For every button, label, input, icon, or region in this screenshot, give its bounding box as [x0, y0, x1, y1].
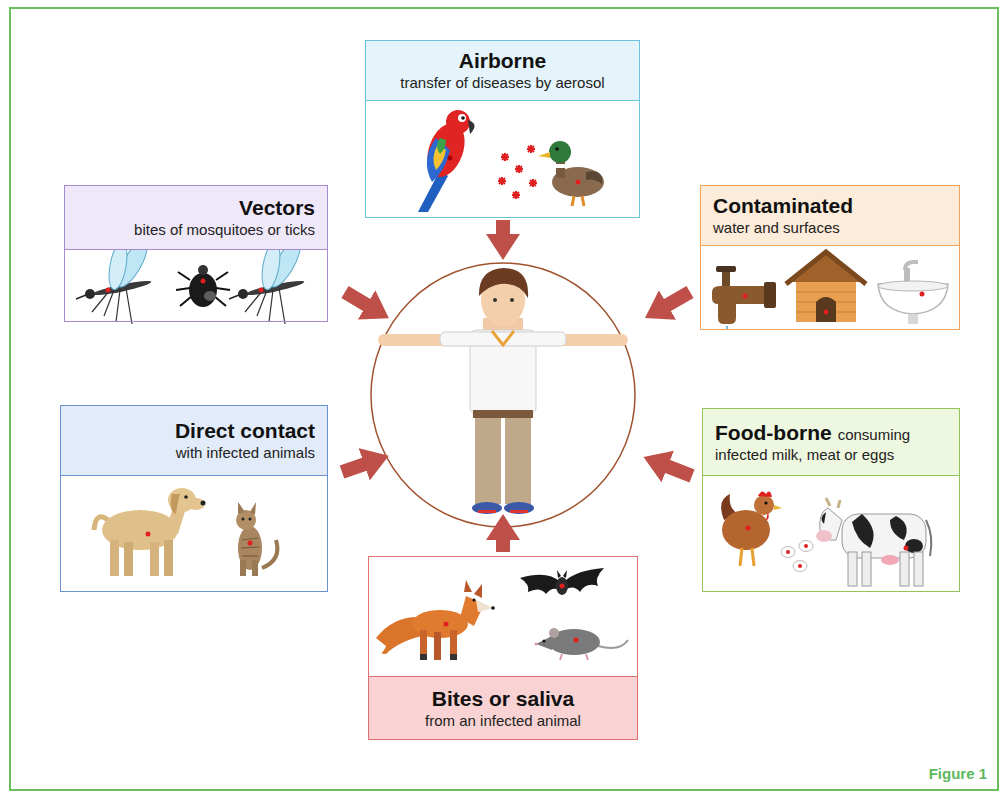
hen-icon	[721, 491, 782, 566]
header-content: Food-borneconsuming infected milk, meat …	[715, 420, 947, 465]
cow-icon	[816, 498, 931, 586]
header-content: Vectorsbites of mosquitoes or ticks	[77, 195, 315, 240]
category-title: Airborne	[378, 48, 627, 73]
header-content: Airbornetransfer of diseases by aerosol	[378, 48, 627, 93]
eggs-icon	[781, 541, 813, 572]
category-box: Airbornetransfer of diseases by aerosol	[365, 40, 640, 218]
cat-icon	[236, 502, 277, 576]
category-description: bites of mosquitoes or ticks	[77, 220, 315, 240]
header-band: Contaminatedwater and surfaces	[701, 186, 959, 246]
dog-icon	[94, 488, 206, 576]
header-content: Direct contactwith infected animals	[73, 418, 315, 463]
bat-icon	[520, 568, 604, 595]
header-band: Direct contactwith infected animals	[61, 406, 327, 476]
category-box: Bites or salivafrom an infected animal	[368, 556, 638, 740]
category-title: Direct contact	[73, 418, 315, 443]
category-title: Vectors	[77, 195, 315, 220]
duck-icon	[538, 141, 604, 206]
figure-label: Figure 1	[929, 765, 987, 782]
sink-icon	[878, 262, 948, 324]
category-description: with infected animals	[73, 443, 315, 463]
aerosol-marks	[498, 145, 537, 199]
category-box: Food-borneconsuming infected milk, meat …	[702, 408, 960, 592]
header-band: Airbornetransfer of diseases by aerosol	[366, 41, 639, 101]
person-figure	[378, 268, 628, 514]
center-circle	[371, 263, 635, 527]
category-title: Bites or saliva	[381, 686, 625, 711]
header-content: Bites or salivafrom an infected animal	[381, 686, 625, 731]
category-description: water and surfaces	[713, 218, 947, 238]
figure-frame	[10, 8, 998, 790]
category-box: Contaminatedwater and surfaces	[700, 185, 960, 330]
category-box: Direct contactwith infected animals	[60, 405, 328, 592]
category-title: Food-borne	[715, 421, 832, 444]
arrows	[342, 220, 692, 552]
header-band: Food-borneconsuming infected milk, meat …	[703, 409, 959, 476]
tap-icon	[712, 266, 776, 330]
header-band: Bites or salivafrom an infected animal	[369, 676, 637, 739]
tick-icon	[176, 265, 230, 307]
parrot-icon	[418, 110, 475, 212]
fox-icon	[373, 580, 494, 660]
doghouse-icon	[786, 252, 866, 322]
header-content: Contaminatedwater and surfaces	[713, 193, 947, 238]
category-description: transfer of diseases by aerosol	[378, 73, 627, 93]
category-box: Vectorsbites of mosquitoes or ticks	[64, 185, 328, 322]
category-title: Contaminated	[713, 193, 947, 218]
rat-icon	[534, 628, 628, 660]
category-description: from an infected animal	[381, 711, 625, 731]
header-band: Vectorsbites of mosquitoes or ticks	[65, 186, 327, 250]
